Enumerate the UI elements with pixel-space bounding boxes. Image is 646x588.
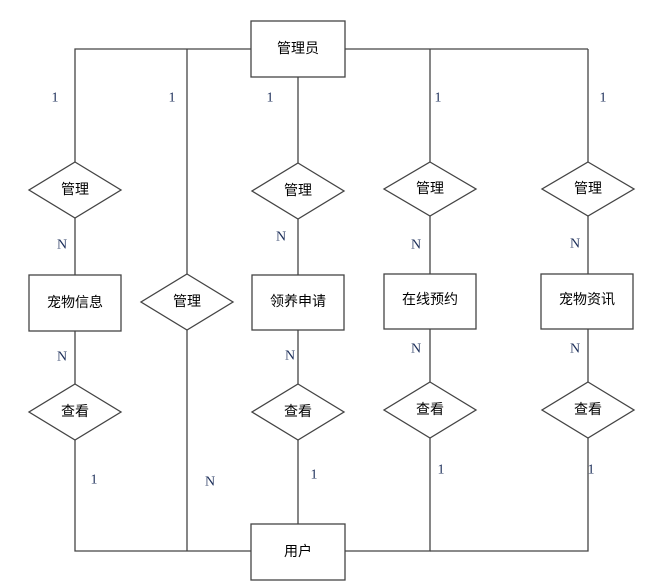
rel-manage-news: 管理 <box>540 161 636 217</box>
rel-view-adoption-label: 查看 <box>284 404 312 420</box>
rel-view-pet-info-label: 查看 <box>61 404 89 420</box>
entity-pet-news: 宠物资讯 <box>540 273 634 330</box>
rel-view-booking: 查看 <box>382 381 478 439</box>
card-adoption-view: N <box>285 349 295 364</box>
rel-manage-news-label: 管理 <box>574 181 602 197</box>
rel-manage-booking: 管理 <box>382 161 478 217</box>
card-pet-info-view: N <box>57 350 67 365</box>
entity-admin: 管理员 <box>250 20 346 78</box>
card-news-manage: N <box>570 237 580 252</box>
entity-booking-label: 在线预约 <box>402 292 458 308</box>
entity-adoption-label: 领养申请 <box>270 294 326 310</box>
line-view-pet-info-user <box>74 440 251 552</box>
rel-view-adoption: 查看 <box>250 383 346 441</box>
card-booking-view: N <box>411 342 421 357</box>
card-user-adoption: 1 <box>311 468 318 483</box>
line-view-news-user <box>430 438 589 552</box>
rel-view-news-label: 查看 <box>574 402 602 418</box>
cardinality-labels: 1 1 1 1 1 N N N N N N N N 1 N 1 1 1 <box>52 91 607 490</box>
card-admin-news: 1 <box>600 91 607 106</box>
rel-view-booking-label: 查看 <box>416 402 444 418</box>
card-user-admin: N <box>205 475 215 490</box>
card-admin-booking: 1 <box>435 91 442 106</box>
card-admin-adoption: 1 <box>267 91 274 106</box>
rel-manage-adoption-label: 管理 <box>284 183 312 199</box>
card-adoption-manage: N <box>276 230 286 245</box>
entity-pet-news-label: 宠物资讯 <box>559 292 615 308</box>
rel-view-pet-info: 查看 <box>27 383 123 441</box>
card-user-news: 1 <box>588 463 595 478</box>
rel-manage-user-label: 管理 <box>173 294 201 310</box>
card-pet-info-manage: N <box>57 238 67 253</box>
rel-manage-pet-info-label: 管理 <box>61 182 89 198</box>
rel-manage-pet-info: 管理 <box>27 161 123 219</box>
entity-adoption: 领养申请 <box>251 274 345 331</box>
rel-manage-booking-label: 管理 <box>416 181 444 197</box>
card-booking-manage: N <box>411 238 421 253</box>
card-news-view: N <box>570 342 580 357</box>
card-admin-user: 1 <box>169 91 176 106</box>
rel-view-news: 查看 <box>540 381 636 439</box>
entity-user-label: 用户 <box>284 543 312 560</box>
line-view-booking-user <box>345 438 431 552</box>
card-user-pet-info: 1 <box>91 473 98 488</box>
entity-pet-info-label: 宠物信息 <box>47 294 103 311</box>
card-admin-pet-info: 1 <box>52 91 59 106</box>
entity-user: 用户 <box>250 523 346 581</box>
card-user-booking: 1 <box>438 463 445 478</box>
entity-pet-info: 宠物信息 <box>28 274 122 332</box>
rel-manage-user: 管理 <box>139 273 235 331</box>
line-admin-pet-info <box>74 48 251 162</box>
rel-manage-adoption: 管理 <box>250 162 346 220</box>
entity-booking: 在线预约 <box>383 273 477 330</box>
entity-admin-label: 管理员 <box>277 41 319 57</box>
